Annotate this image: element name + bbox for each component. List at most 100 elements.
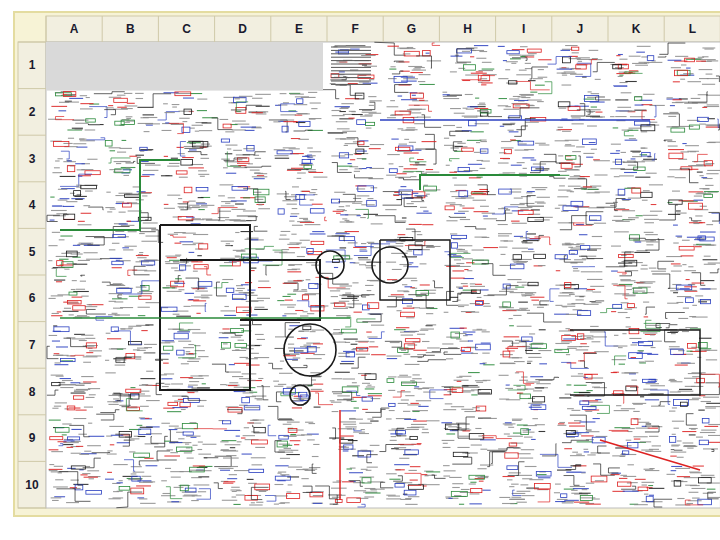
pathway-text bbox=[252, 176, 267, 177]
compound-box bbox=[404, 51, 419, 56]
pathway-text bbox=[369, 341, 374, 342]
compound-box bbox=[277, 151, 292, 154]
pathway-text bbox=[339, 111, 345, 112]
pathway-text bbox=[248, 163, 253, 164]
pathway-text bbox=[166, 285, 178, 286]
pathway-text bbox=[191, 219, 204, 220]
reaction-line bbox=[332, 392, 352, 400]
pathway-text bbox=[412, 70, 426, 71]
compound-box bbox=[174, 333, 188, 339]
pathway-text bbox=[196, 203, 207, 204]
pathway-text bbox=[190, 128, 195, 129]
pathway-text bbox=[254, 357, 269, 358]
pathway-text bbox=[368, 393, 382, 394]
pathway-text bbox=[386, 262, 396, 263]
pathway-text bbox=[357, 195, 370, 196]
pathway-text bbox=[175, 255, 181, 256]
pathway-text bbox=[218, 468, 233, 469]
compound-box bbox=[410, 93, 423, 98]
pathway-text bbox=[121, 225, 135, 226]
pathway-text bbox=[245, 295, 258, 296]
pathway-text bbox=[193, 271, 198, 272]
pathway-text bbox=[66, 502, 79, 503]
compound-box bbox=[177, 350, 184, 355]
pathway-text bbox=[229, 474, 237, 475]
pathway-text bbox=[125, 195, 139, 196]
pathway-text bbox=[246, 364, 260, 365]
compound-box bbox=[358, 186, 374, 192]
pathway-text bbox=[257, 175, 264, 176]
pathway-text bbox=[113, 497, 124, 498]
compound-box bbox=[192, 142, 208, 147]
compound-box bbox=[61, 358, 76, 361]
pathway-text bbox=[310, 331, 316, 332]
pathway-text bbox=[171, 477, 181, 478]
pathway-text bbox=[54, 466, 63, 467]
reaction-line bbox=[123, 357, 141, 362]
pathway-text bbox=[366, 386, 375, 387]
pathway-text bbox=[144, 131, 150, 132]
pathway-text bbox=[353, 247, 366, 248]
pathway-text bbox=[226, 173, 236, 174]
compound-box bbox=[244, 406, 260, 410]
pathway-text bbox=[339, 206, 345, 207]
pathway-text bbox=[56, 256, 67, 257]
header-divider bbox=[18, 368, 46, 369]
pathway-text bbox=[277, 300, 284, 301]
reaction-line bbox=[192, 387, 210, 388]
compound-box bbox=[355, 93, 364, 99]
pathway-text bbox=[115, 365, 126, 366]
pathway-text bbox=[87, 470, 99, 471]
pathway-text bbox=[353, 262, 359, 263]
reaction-line bbox=[243, 152, 266, 155]
pathway-text bbox=[331, 296, 338, 297]
pathway-text bbox=[412, 100, 428, 101]
pathway-text bbox=[77, 315, 87, 316]
compound-box bbox=[176, 171, 187, 174]
pathway-text bbox=[331, 110, 341, 111]
reaction-line bbox=[346, 391, 360, 396]
pathway-text bbox=[161, 342, 170, 343]
pathway-text bbox=[362, 112, 377, 113]
pathway-text bbox=[280, 235, 287, 236]
pathway-text bbox=[137, 497, 144, 498]
pathway-text bbox=[161, 495, 175, 496]
pathway-text bbox=[59, 110, 67, 111]
reaction-line bbox=[187, 216, 195, 218]
pathway-text bbox=[246, 345, 262, 346]
reaction-line bbox=[355, 209, 368, 218]
pathway-text bbox=[74, 418, 87, 419]
compound-box bbox=[247, 145, 254, 151]
pathway-text bbox=[86, 259, 102, 260]
compound-box bbox=[307, 346, 316, 352]
pathway-text bbox=[310, 199, 314, 200]
pathway-text bbox=[280, 361, 284, 362]
compound-box bbox=[69, 292, 77, 295]
pathway-text bbox=[365, 492, 380, 493]
pathway-text bbox=[186, 353, 197, 354]
pathway-text bbox=[119, 223, 128, 224]
pathway-text bbox=[120, 161, 131, 162]
pathway-text bbox=[110, 258, 123, 259]
pathway-text bbox=[220, 258, 235, 259]
compound-box bbox=[181, 159, 193, 165]
pathway-text bbox=[86, 97, 90, 98]
pathway-text bbox=[367, 385, 371, 386]
pathway-text bbox=[73, 245, 80, 246]
pathway-text bbox=[395, 177, 411, 178]
compound-box bbox=[296, 195, 304, 200]
pathway-text bbox=[254, 178, 265, 179]
pathway-text bbox=[187, 361, 199, 362]
pathway-text bbox=[278, 472, 286, 473]
pathway-text bbox=[250, 268, 256, 269]
pathway-text bbox=[277, 473, 281, 474]
pathway-text bbox=[112, 298, 127, 299]
pathway-text bbox=[141, 161, 149, 162]
compound-box bbox=[365, 122, 374, 125]
compound-box bbox=[75, 485, 83, 490]
compound-box bbox=[311, 241, 324, 244]
pathway-text bbox=[195, 131, 199, 132]
pathway-text bbox=[388, 296, 397, 297]
pathway-text bbox=[191, 287, 206, 288]
pathway-text bbox=[353, 198, 361, 199]
